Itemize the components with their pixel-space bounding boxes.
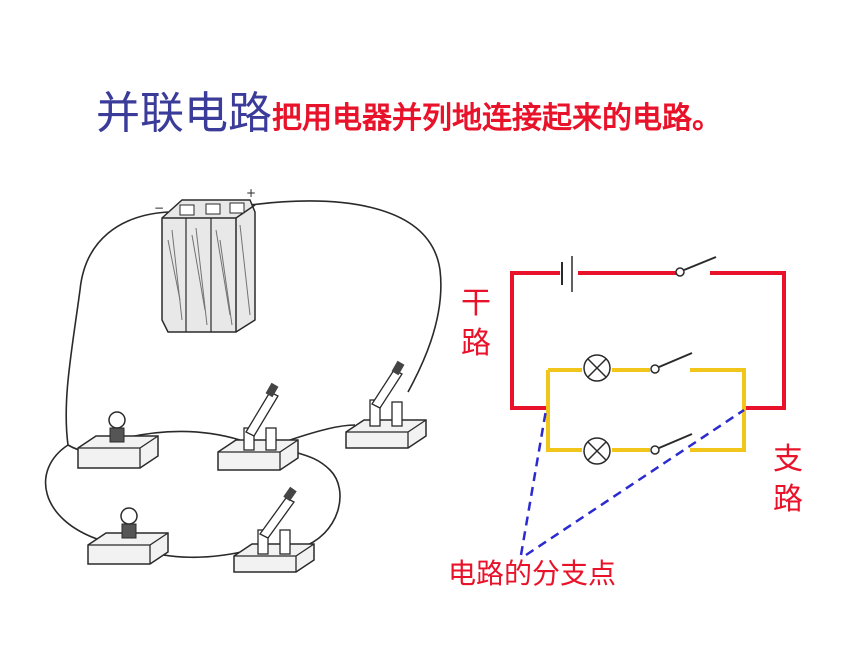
lamp-icon-bottom bbox=[583, 437, 611, 465]
branch-wire bbox=[546, 368, 746, 452]
wire-top-to-right bbox=[289, 424, 356, 441]
wire-right-outer bbox=[249, 200, 442, 393]
branch-switch-bottom-icon bbox=[650, 433, 693, 455]
branch-point-pointers bbox=[519, 408, 745, 557]
switch-bottom bbox=[233, 486, 315, 573]
lamp-bottom bbox=[87, 507, 169, 565]
wire-left-outer bbox=[65, 211, 169, 446]
title-description: 把用电器并列地连接起来的电路。 bbox=[272, 101, 722, 136]
battery-plus-label: + bbox=[246, 186, 256, 200]
lamp-icon-top bbox=[583, 354, 611, 382]
main-switch-icon bbox=[675, 256, 717, 277]
trunk-wire bbox=[510, 271, 786, 410]
trunk-label: 干路 bbox=[461, 286, 491, 361]
wire-left-down bbox=[44, 444, 101, 541]
branch-switch-top-icon bbox=[650, 352, 693, 374]
wire-bottom-return bbox=[289, 449, 341, 549]
switch-top bbox=[217, 382, 299, 471]
battery bbox=[161, 199, 256, 333]
schematic-battery-icon bbox=[561, 256, 573, 292]
battery-minus-label: − bbox=[154, 201, 164, 215]
branch-points-label: 电路的分支点 bbox=[448, 557, 617, 590]
lamp-top bbox=[77, 411, 159, 469]
switch-right bbox=[345, 360, 427, 449]
branch-label: 支路 bbox=[773, 442, 803, 517]
page-title: 并联电路把用电器并列地连接起来的电路。 bbox=[96, 92, 722, 136]
title-main: 并联电路 bbox=[96, 88, 272, 139]
